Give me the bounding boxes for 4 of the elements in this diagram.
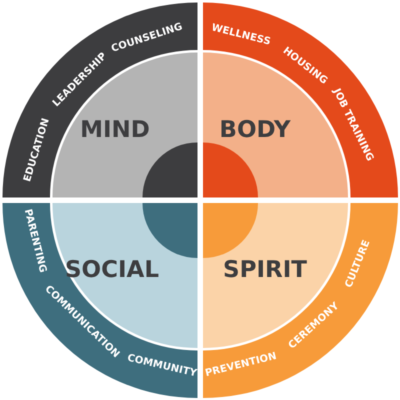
quadrant-title: SPIRIT [223, 257, 307, 283]
quadrant-title: MIND [80, 117, 150, 143]
quadrant-title: SOCIAL [65, 257, 159, 283]
quadrant-title: BODY [219, 117, 291, 143]
